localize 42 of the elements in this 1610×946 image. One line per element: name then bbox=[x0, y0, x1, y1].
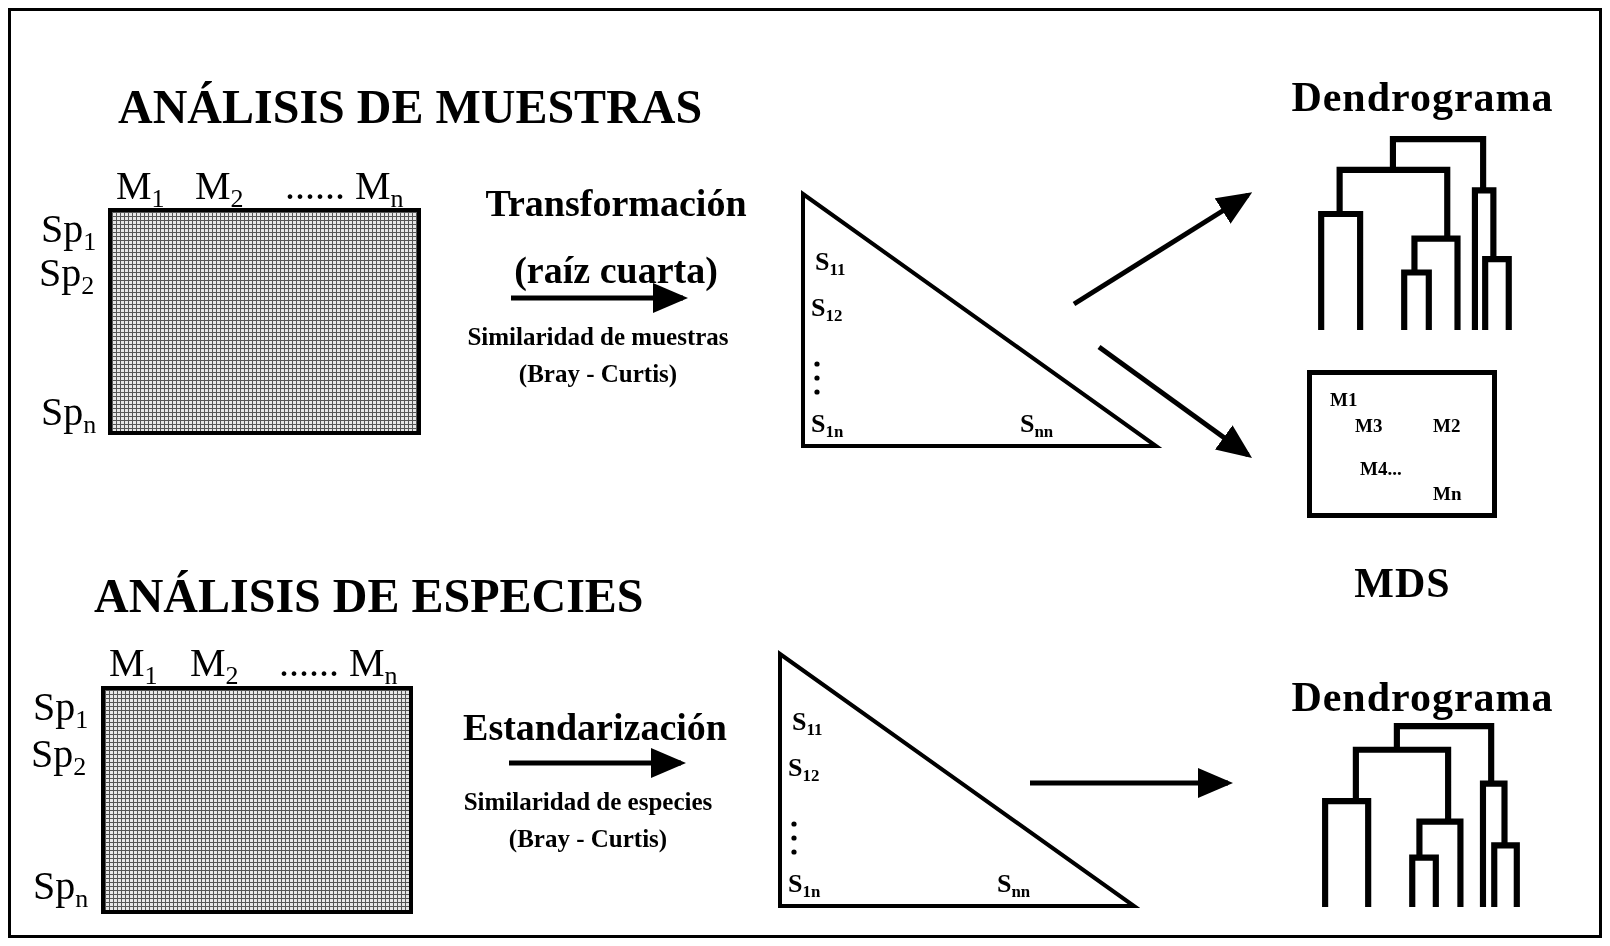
data-matrix bbox=[108, 208, 421, 435]
column-label: M$_{2}$ bbox=[190, 640, 239, 686]
column-label: M$_{1}$ bbox=[109, 640, 158, 686]
arrow bbox=[511, 283, 688, 313]
row-label: Sp$_{1}$ bbox=[41, 206, 97, 252]
method-label: Transformación bbox=[484, 181, 748, 225]
arrow bbox=[1072, 192, 1253, 307]
matrix-entry: S$_{12}$ bbox=[811, 293, 843, 323]
panel-title: MDS bbox=[1353, 560, 1452, 606]
sample-point-label: M4... bbox=[1360, 458, 1402, 480]
row-label: Sp$_{n}$ bbox=[41, 389, 97, 435]
row-label: Sp$_{1}$ bbox=[33, 684, 89, 730]
matrix-entry: S$_{12}$ bbox=[788, 753, 820, 783]
matrix-entry: S$_{1n}$ bbox=[788, 869, 821, 899]
column-label: ...... M$_{n}$ bbox=[279, 640, 398, 686]
sample-point-label: M3 bbox=[1355, 415, 1383, 437]
arrow bbox=[509, 748, 686, 778]
sample-point-label: M1 bbox=[1330, 389, 1358, 411]
panel-title: Dendrograma bbox=[1290, 674, 1555, 720]
method-label: Estandarización bbox=[462, 705, 728, 749]
arrow bbox=[1030, 768, 1233, 798]
section-title: ANÁLISIS DE ESPECIES bbox=[94, 568, 644, 623]
sample-point-label: M2 bbox=[1433, 415, 1461, 437]
similarity-label: Similaridad de especies (Bray - Curtis) bbox=[462, 787, 714, 854]
similarity-label: Similaridad de muestras (Bray - Curtis) bbox=[466, 322, 730, 389]
matrix-entry: S$_{1n}$ bbox=[811, 409, 844, 439]
column-label: ...... M$_{n}$ bbox=[285, 163, 404, 209]
data-matrix bbox=[101, 686, 413, 914]
arrow bbox=[1097, 344, 1253, 458]
panel-title: Dendrograma bbox=[1290, 74, 1555, 120]
method-label: (raíz cuarta) bbox=[513, 248, 719, 292]
row-label: Sp$_{2}$ bbox=[31, 731, 87, 777]
matrix-entry: S$_{11}$ bbox=[815, 247, 846, 277]
matrix-entry: S$_{nn}$ bbox=[1020, 409, 1054, 439]
row-label: Sp$_{2}$ bbox=[39, 250, 95, 296]
section-title: ANÁLISIS DE MUESTRAS bbox=[118, 79, 703, 134]
column-label: M$_{2}$ bbox=[195, 163, 244, 209]
sample-point-label: Mn bbox=[1433, 483, 1462, 505]
row-label: Sp$_{n}$ bbox=[33, 863, 89, 909]
matrix-entry: S$_{11}$ bbox=[792, 707, 823, 737]
column-label: M$_{1}$ bbox=[116, 163, 165, 209]
matrix-entry: S$_{nn}$ bbox=[997, 869, 1031, 899]
